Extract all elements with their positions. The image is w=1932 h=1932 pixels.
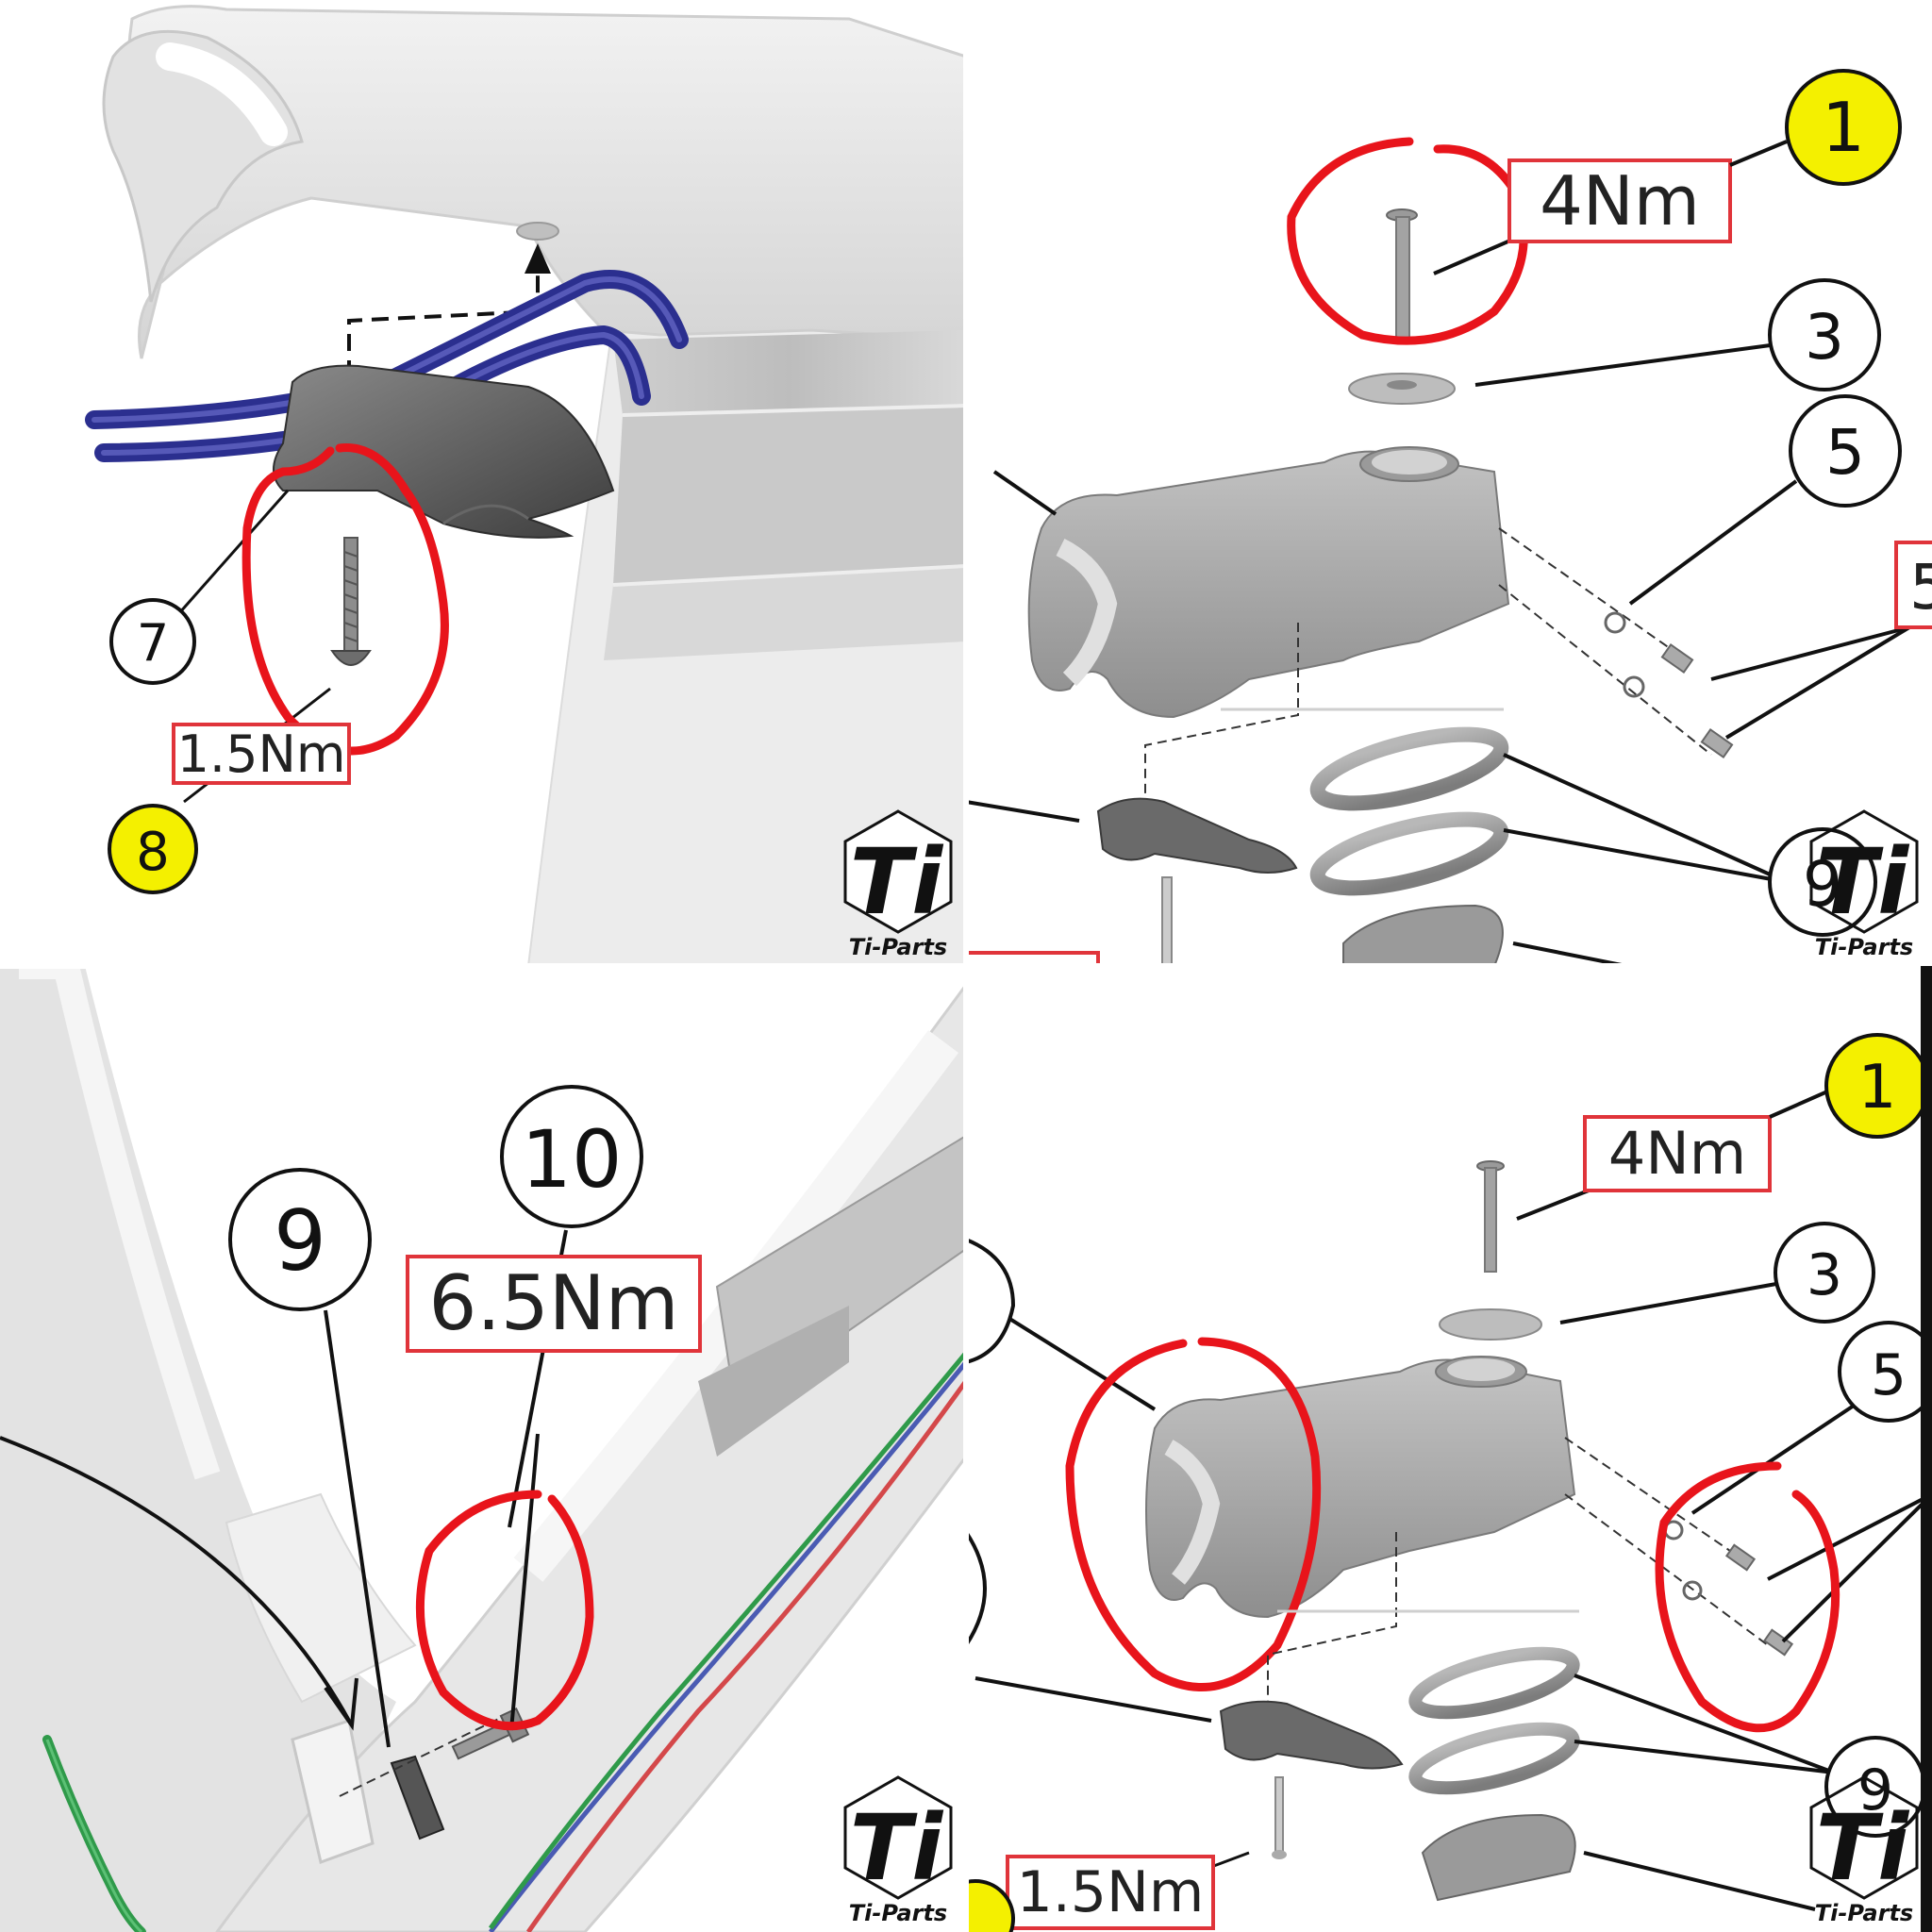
frame-port (291, 1719, 375, 1864)
cable-cover (273, 364, 615, 539)
logo-wordmark: Ti-Parts (1815, 934, 1913, 960)
spacer-2 (1309, 811, 1509, 896)
callout-10: 10 (522, 1113, 623, 1206)
cable-green (488, 1351, 966, 1930)
frame-port-illustration: 9 10 6.5Nm Ti Ti-Parts (0, 966, 966, 1932)
stem (1145, 1358, 1576, 1619)
ti-parts-logo: Ti Ti-Parts (1809, 1775, 1919, 1926)
callout-9: 9 (274, 1192, 326, 1290)
callout-8: 8 (136, 822, 170, 883)
stem (1027, 450, 1510, 719)
callout-5: 5 (1871, 1342, 1907, 1408)
cable-cover (1096, 797, 1298, 874)
callout-5: 5 (1825, 416, 1865, 489)
panel-divider-vertical (963, 0, 969, 1932)
cable-blue (489, 1360, 966, 1932)
torque-label-cover-screw: 1.5Nm (1017, 1859, 1205, 1925)
top-cap-bolt (1395, 216, 1410, 339)
image-edge-bar (1921, 966, 1932, 1932)
panel-stem-exploded: 4Nm 1 3 5 5 (966, 0, 1932, 966)
callout-3: 3 (1807, 1242, 1842, 1308)
spacer-1 (1408, 1646, 1580, 1720)
torque-label-partial: 5 (1909, 551, 1932, 624)
callout-1: 1 (1858, 1053, 1897, 1123)
logo-wordmark: Ti-Parts (1815, 1900, 1913, 1926)
torque-label-cover-screw: 1.5Nm (177, 724, 346, 784)
top-cap (1439, 1308, 1542, 1341)
callout-7: 7 (137, 613, 169, 673)
logo-wordmark: Ti-Parts (849, 1900, 947, 1926)
svg-text:Ti: Ti (1816, 1795, 1909, 1901)
panel-frame-port-detail: 9 10 6.5Nm Ti Ti-Parts (0, 966, 966, 1932)
stem-exploded-highlighted-illustration: 4Nm 1 3 5 (966, 1033, 1932, 1932)
svg-text:Ti: Ti (1816, 829, 1909, 935)
spacer-2 (1408, 1722, 1580, 1795)
torque-label-top-bolt: 4Nm (1608, 1119, 1746, 1188)
spacer-3 (1342, 904, 1504, 966)
callout-3: 3 (1805, 301, 1844, 374)
ti-parts-logo: Ti Ti-Parts (843, 809, 953, 960)
ti-parts-logo: Ti Ti-Parts (843, 1775, 953, 1926)
svg-text:Ti: Ti (850, 1795, 943, 1901)
highlight-circle-port-screw (415, 1490, 594, 1731)
collar-upper (613, 330, 966, 415)
insertion-path (347, 259, 540, 377)
top-cap-bolt (1484, 1167, 1497, 1273)
highlight-circle-stem-clamp (1065, 1337, 1322, 1691)
insertion-arrow (525, 243, 551, 274)
panel-stem-exploded-highlighted: 4Nm 1 3 5 (966, 966, 1932, 1932)
highlight-circle-clamp-bolts (1655, 1461, 1840, 1733)
stem-exploded-illustration: 4Nm 1 3 5 5 (966, 69, 1932, 966)
spacer-1 (1309, 726, 1509, 811)
callout-1: 1 (1822, 88, 1865, 167)
port-clip (390, 1755, 445, 1840)
svg-text:Ti: Ti (850, 829, 943, 935)
highlight-circle-screw (242, 443, 449, 756)
spacer-3 (1421, 1813, 1576, 1902)
cable-cover (1219, 1700, 1404, 1770)
logo-wordmark: Ti-Parts (849, 934, 947, 960)
torque-label-port-screw: 6.5Nm (429, 1259, 679, 1347)
panel-cable-cover-detail: 7 1.5Nm 8 Ti Ti-Parts (0, 0, 966, 966)
torque-label-top-bolt: 4Nm (1540, 161, 1700, 241)
cable-red (525, 1379, 966, 1932)
ti-parts-logo: Ti Ti-Parts (1809, 809, 1919, 960)
cable-cover-illustration: 7 1.5Nm 8 Ti Ti-Parts (85, 5, 966, 966)
